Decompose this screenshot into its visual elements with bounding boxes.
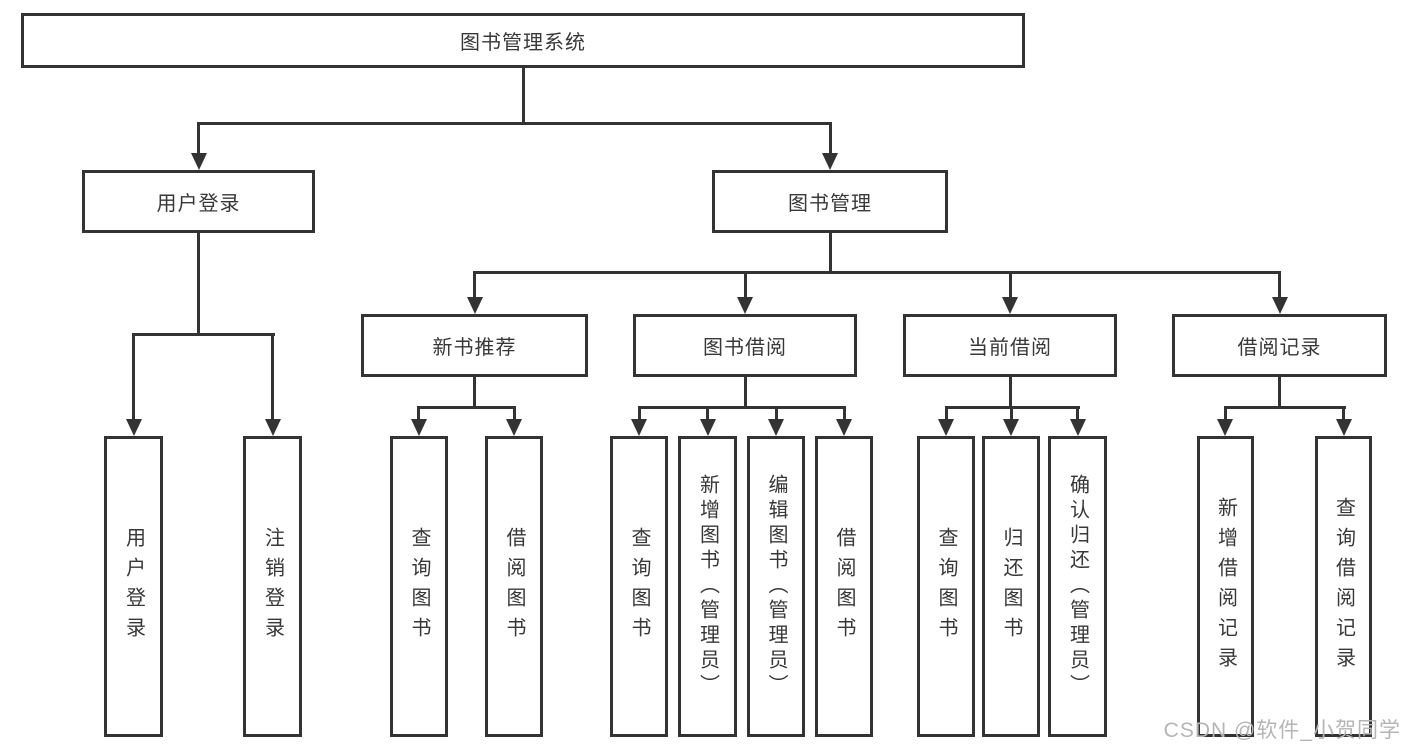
- arrow-down-icon: [1217, 419, 1233, 436]
- connector-line: [743, 271, 747, 299]
- connector-line: [743, 377, 747, 409]
- connector-line: [828, 122, 832, 154]
- leaf-logout: 注销登录: [243, 436, 302, 737]
- connector-line: [1076, 406, 1079, 421]
- connector-line: [521, 68, 525, 122]
- connector-line: [842, 406, 846, 421]
- connector-line: [473, 377, 476, 409]
- leaf-add-borrow-record: 新增借阅记录: [1197, 436, 1254, 737]
- arrow-down-icon: [699, 419, 716, 436]
- connector-line: [944, 406, 948, 421]
- node-current-borrowing: 当前借阅: [903, 314, 1117, 377]
- arrow-down-icon: [1002, 297, 1018, 314]
- connector-line: [637, 406, 641, 421]
- arrow-down-icon: [631, 419, 647, 436]
- leaf-return-books: 归还图书: [982, 436, 1040, 737]
- connector-line: [1342, 406, 1345, 421]
- leaf-label: 查询图书: [935, 526, 957, 647]
- node-user-login: 用户登录: [82, 170, 315, 233]
- connector-line: [828, 233, 832, 273]
- node-borrow-records: 借阅记录: [1172, 314, 1387, 377]
- leaf-query-books-recommend: 查询图书: [390, 436, 448, 737]
- connector-line: [473, 271, 476, 299]
- arrow-down-icon: [1069, 419, 1086, 436]
- node-label: 图书管理系统: [460, 32, 586, 54]
- leaf-add-books-admin: 新增图书（管理员）: [678, 436, 737, 737]
- connector-line: [1223, 406, 1346, 409]
- leaf-label: 确认归还（管理员）: [1066, 474, 1089, 699]
- arrow-down-icon: [938, 419, 954, 436]
- connector-line: [131, 333, 275, 336]
- node-library-system: 图书管理系统: [21, 13, 1025, 68]
- arrow-down-icon: [410, 419, 427, 436]
- node-label: 图书管理: [788, 193, 872, 215]
- leaf-label: 查询图书: [408, 526, 430, 647]
- connector-line: [197, 122, 831, 125]
- connector-line: [706, 406, 709, 421]
- connector-line: [473, 271, 1281, 274]
- connector-line: [1223, 406, 1227, 421]
- node-label: 借阅记录: [1237, 337, 1322, 359]
- leaf-query-books-borrowing: 查询图书: [610, 436, 668, 737]
- connector-line: [197, 122, 200, 154]
- connector-line: [1008, 377, 1012, 409]
- arrow-down-icon: [836, 419, 852, 436]
- leaf-label: 查询图书: [628, 526, 650, 647]
- node-book-management: 图书管理: [712, 170, 948, 233]
- connector-line: [774, 406, 778, 421]
- leaf-borrow-books-recommend: 借阅图书: [485, 436, 543, 737]
- arrow-down-icon: [737, 297, 753, 314]
- leaf-label: 注销登录: [261, 526, 284, 647]
- arrow-down-icon: [1003, 419, 1019, 436]
- node-book-borrowing: 图书借阅: [633, 314, 857, 377]
- node-label: 当前借阅: [968, 337, 1052, 359]
- arrow-down-icon: [466, 297, 483, 314]
- arrow-down-icon: [125, 419, 142, 436]
- connector-line: [417, 406, 516, 409]
- arrow-down-icon: [190, 153, 207, 170]
- connector-line: [271, 333, 274, 421]
- connector-line: [1278, 271, 1281, 299]
- arrow-down-icon: [768, 419, 784, 436]
- leaf-label: 借阅图书: [833, 526, 855, 647]
- leaf-label: 查询借阅记录: [1332, 496, 1355, 677]
- leaf-label: 新增借阅记录: [1214, 496, 1237, 677]
- leaf-label: 归还图书: [1000, 526, 1022, 647]
- leaf-user-login: 用户登录: [104, 436, 163, 737]
- arrow-down-icon: [1271, 297, 1288, 314]
- leaf-label: 编辑图书（管理员）: [765, 474, 787, 699]
- connector-line: [1008, 271, 1012, 299]
- arrow-down-icon: [1335, 419, 1352, 436]
- arrow-down-icon: [506, 419, 522, 436]
- connector-line: [1009, 406, 1013, 421]
- leaf-borrow-books: 借阅图书: [815, 436, 873, 737]
- connector-line: [197, 233, 200, 336]
- leaf-edit-books-admin: 编辑图书（管理员）: [747, 436, 805, 737]
- leaf-label: 用户登录: [122, 526, 145, 647]
- leaf-query-borrow-record: 查询借阅记录: [1315, 436, 1372, 737]
- leaf-confirm-return-admin: 确认归还（管理员）: [1048, 436, 1107, 737]
- node-label: 用户登录: [156, 193, 241, 215]
- arrow-down-icon: [822, 153, 838, 170]
- connector-line: [1278, 377, 1281, 409]
- node-new-book-recommend: 新书推荐: [361, 314, 588, 377]
- connector-line: [132, 333, 135, 421]
- node-label: 图书借阅: [703, 337, 787, 359]
- connector-line: [637, 406, 846, 409]
- node-label: 新书推荐: [432, 337, 517, 359]
- leaf-label: 借阅图书: [503, 526, 525, 647]
- leaf-label: 新增图书（管理员）: [696, 474, 719, 699]
- arrow-down-icon: [264, 419, 281, 436]
- leaf-query-books-current: 查询图书: [917, 436, 975, 737]
- connector-line: [512, 406, 516, 421]
- csdn-watermark: CSDN @软件_小贺同学: [1163, 719, 1401, 742]
- connector-line: [417, 406, 420, 421]
